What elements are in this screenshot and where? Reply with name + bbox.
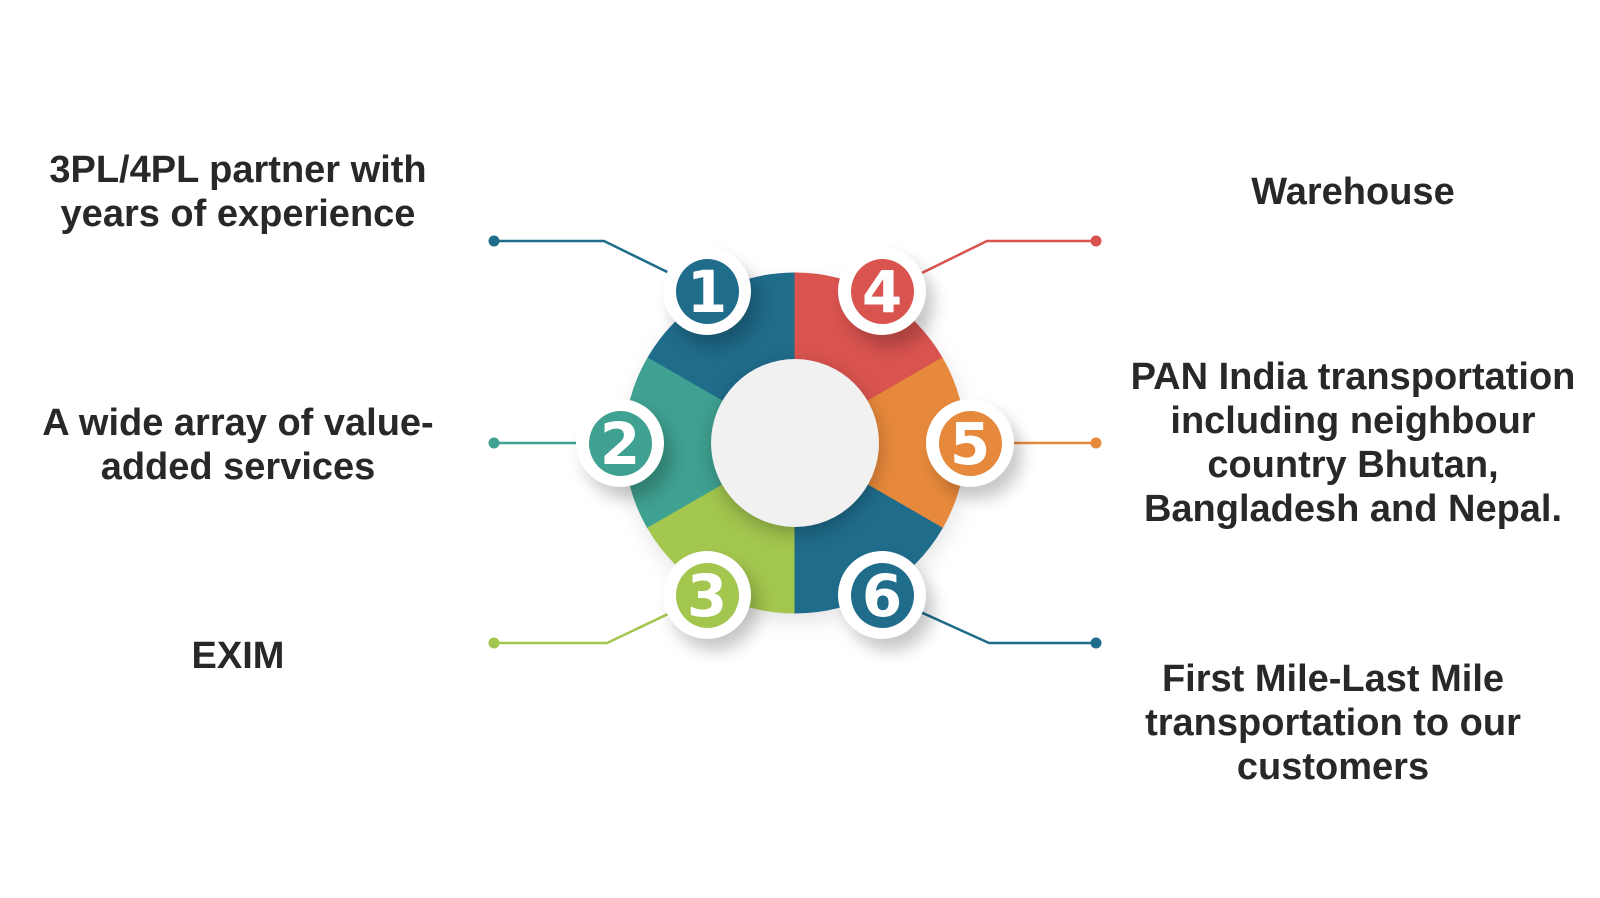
badge-2-number: 2 (599, 410, 641, 478)
badge-1-number: 1 (686, 258, 728, 326)
badge-6-circle: 6 (850, 562, 914, 630)
badge-1-circle: 1 (675, 258, 739, 326)
connector-dot-1 (488, 235, 500, 247)
badge-3-number: 3 (686, 562, 728, 630)
badge-4-circle: 4 (850, 258, 914, 326)
badge-4: 4 (838, 247, 926, 335)
badge-5-number: 5 (949, 410, 991, 478)
badge-1: 1 (663, 247, 751, 335)
label-item-5: PAN India transportation including neigh… (1130, 356, 1576, 530)
connector-dot-5 (1090, 437, 1102, 449)
connector-dot-6 (1090, 637, 1102, 649)
label-item-1: 3PL/4PL partner with years of experience (49, 149, 427, 235)
connector-dot-2 (488, 437, 500, 449)
badge-3: 3 (663, 551, 751, 639)
label-item-3: EXIM (191, 635, 285, 677)
badge-5-circle: 5 (938, 410, 1002, 478)
badge-3-circle: 3 (675, 562, 739, 630)
label-item-4: Warehouse (1251, 171, 1455, 213)
connector-dot-4 (1090, 235, 1102, 247)
label-item-6: First Mile-Last Mile transportation to o… (1145, 658, 1521, 788)
badge-4-number: 4 (861, 258, 903, 326)
label-item-2: A wide array of value- added services (42, 402, 434, 488)
badge-5: 5 (926, 399, 1014, 487)
pie-center-hole (711, 359, 879, 527)
badge-6: 6 (838, 551, 926, 639)
connector-dot-3 (488, 637, 500, 649)
badge-2-circle: 2 (588, 410, 652, 478)
badge-2: 2 (576, 399, 664, 487)
badge-6-number: 6 (861, 562, 903, 630)
